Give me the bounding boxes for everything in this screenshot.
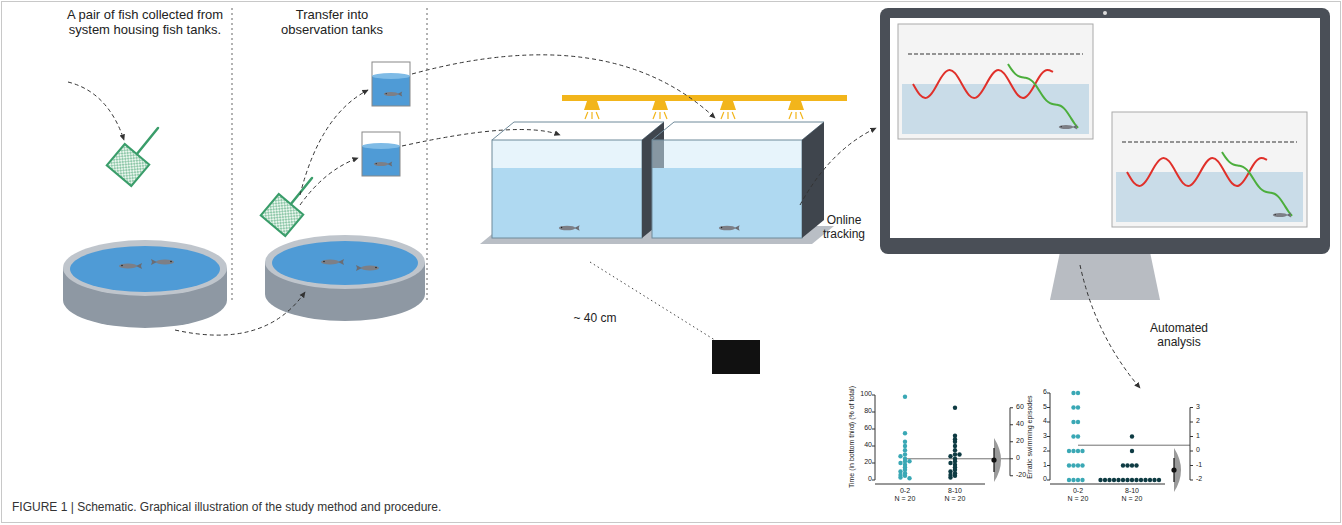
fish	[321, 259, 344, 265]
tick-label: 3	[1196, 403, 1220, 411]
estimation-plot	[1047, 391, 1193, 492]
fish	[151, 259, 174, 265]
observation-tank	[640, 122, 834, 244]
tick-label: 2	[1196, 417, 1220, 425]
fish	[356, 265, 379, 271]
tick-label: 3	[1023, 432, 1047, 440]
section-separator	[232, 8, 427, 300]
step-label: Automated analysis	[1138, 322, 1220, 350]
group-label: N = 20	[1112, 495, 1152, 503]
fish	[384, 92, 402, 97]
group-label: N = 20	[935, 495, 975, 503]
step-label: ~ 40 cm	[560, 312, 630, 326]
axis-title: Erratic swimming episodes	[1026, 382, 1034, 492]
holding-tank	[265, 235, 425, 321]
tick-label: 0	[1196, 446, 1220, 454]
computer-monitor	[880, 8, 1330, 300]
tick-label: 80	[848, 407, 872, 415]
estimation-plot	[872, 395, 1013, 485]
group-label: 8-10	[1117, 487, 1147, 495]
group-label: N = 20	[885, 495, 925, 503]
tick-label: 4	[1023, 417, 1047, 425]
flow-arrow	[68, 55, 1140, 388]
tick-label: 100	[848, 390, 872, 398]
tick-label: 40	[848, 441, 872, 449]
light-bar	[562, 95, 847, 119]
tick-label: 1	[1196, 432, 1220, 440]
observation-tank	[480, 122, 674, 244]
fish	[559, 225, 580, 230]
tick-label: 20	[848, 458, 872, 466]
fish	[374, 162, 392, 167]
tick-label: 0	[848, 475, 872, 483]
tracking-view	[1112, 112, 1307, 227]
tick-label: 1	[1023, 461, 1047, 469]
group-label: 0-2	[890, 487, 920, 495]
step-label: Online tracking	[808, 214, 880, 242]
tick-label: 60	[848, 424, 872, 432]
group-label: 8-10	[940, 487, 970, 495]
step-label: A pair of fish collected from system hou…	[55, 8, 235, 38]
fish	[1059, 125, 1077, 130]
beaker	[362, 132, 400, 176]
tick-label: 0	[1023, 475, 1047, 483]
fish	[719, 225, 740, 230]
beaker	[372, 62, 410, 106]
figure-caption: FIGURE 1 | Schematic. Graphical illustra…	[12, 500, 1312, 514]
fish	[119, 263, 142, 269]
axis-title: Time (in bottom third) (% of total)	[848, 382, 856, 492]
group-label: N = 20	[1058, 495, 1098, 503]
step-label: Transfer into observation tanks	[262, 8, 402, 38]
housing-tank	[63, 240, 227, 328]
fish	[1273, 213, 1291, 218]
tick-label: -2	[1196, 475, 1220, 483]
tick-label: 5	[1023, 403, 1047, 411]
tick-label: -1	[1196, 461, 1220, 469]
fish-net	[261, 178, 312, 236]
tracking-view	[898, 24, 1093, 139]
tick-label: 6	[1023, 388, 1047, 396]
tick-label: 2	[1023, 446, 1047, 454]
group-label: 0-2	[1063, 487, 1093, 495]
fish-net	[107, 128, 158, 186]
